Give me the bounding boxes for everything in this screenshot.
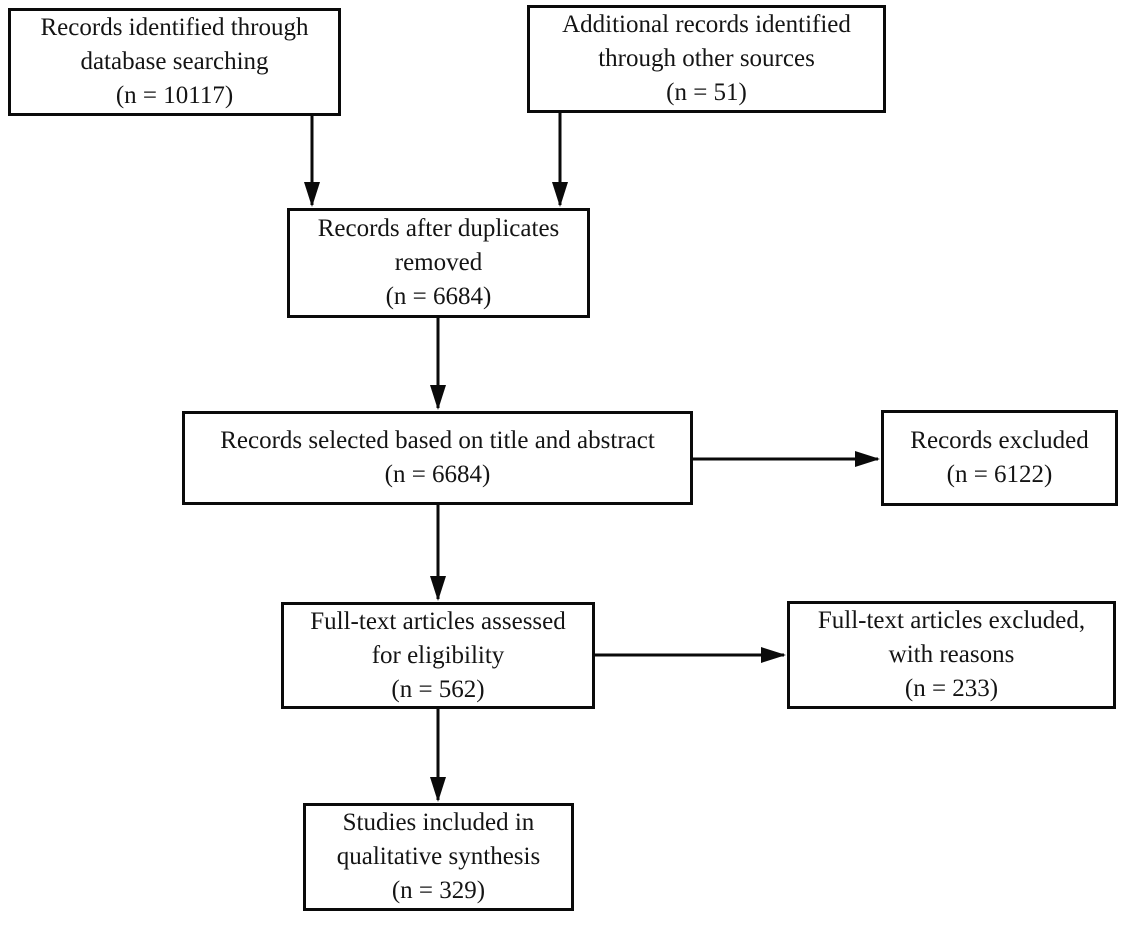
- flow-box-records-identified: Records identified through database sear…: [8, 8, 341, 116]
- flow-box-additional-records-label: Additional records identified through ot…: [562, 11, 851, 106]
- flow-box-duplicates-removed-label: Records after duplicates removed (n = 66…: [317, 215, 560, 310]
- flow-box-records-identified-label: Records identified through database sear…: [40, 14, 309, 109]
- flow-box-records-selected-label: Records selected based on title and abst…: [220, 427, 655, 488]
- flow-box-records-excluded: Records excluded (n = 6122): [881, 410, 1118, 506]
- flow-box-studies-included: Studies included in qualitative synthesi…: [303, 803, 574, 911]
- flow-box-records-excluded-label: Records excluded (n = 6122): [910, 427, 1089, 488]
- flow-box-fulltext-assessed: Full-text articles assessed for eligibil…: [281, 602, 595, 709]
- flow-box-fulltext-excluded: Full-text articles excluded, with reason…: [787, 601, 1116, 709]
- flow-box-studies-included-label: Studies included in qualitative synthesi…: [336, 809, 541, 904]
- flow-box-duplicates-removed: Records after duplicates removed (n = 66…: [287, 208, 590, 318]
- flow-box-additional-records: Additional records identified through ot…: [527, 5, 886, 113]
- flow-box-records-selected: Records selected based on title and abst…: [182, 411, 693, 505]
- flow-box-fulltext-excluded-label: Full-text articles excluded, with reason…: [817, 607, 1086, 702]
- flow-box-fulltext-assessed-label: Full-text articles assessed for eligibil…: [310, 607, 566, 703]
